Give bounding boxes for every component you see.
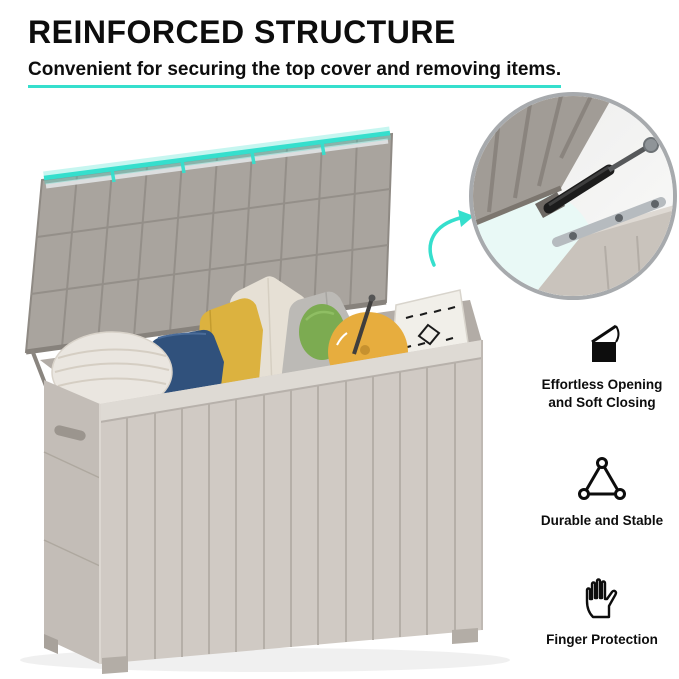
finger-protection-hand-icon [585,577,618,618]
feature-label: Durable and Stable [540,513,664,529]
hinge-detail-callout [469,92,677,300]
stability-triangle-icon [578,457,626,501]
gas-strut [30,294,376,387]
side-handle [54,425,86,441]
feature-item-stability: Durable and Stable [527,454,677,530]
callout-arrow-icon [428,210,474,267]
feature-list: Effortless Opening and Soft Closing Dura… [518,318,679,649]
feature-item-soft-close: Effortless Opening and Soft Closing [527,318,677,412]
storage-box [43,340,483,674]
page-title: REINFORCED STRUCTURE [28,14,456,50]
reinforced-bar-highlight [43,126,391,185]
hinge-closeup-illustration [473,96,673,296]
soft-close-lid-icon [591,324,620,362]
page-subtitle: Convenient for securing the top cover an… [28,59,562,88]
header: REINFORCED STRUCTURE Convenient for secu… [28,14,562,88]
feature-label: Effortless Opening and Soft Closing [541,377,663,411]
feature-label: Finger Protection [546,631,658,647]
feature-item-finger-protection: Finger Protection [527,573,677,649]
